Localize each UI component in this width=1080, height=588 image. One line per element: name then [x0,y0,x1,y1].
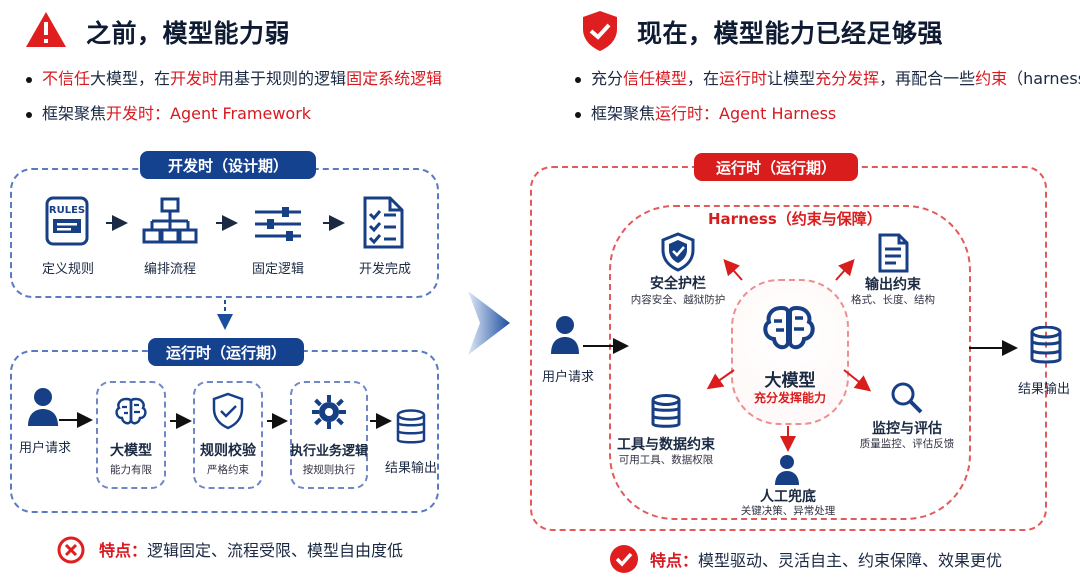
svg-text:RULES: RULES [49,205,85,216]
human-fallback-label: 人工兜底 [760,489,816,505]
human-fallback-sub: 关键决策、异常处理 [740,505,836,517]
exec-sub-left: 按规则执行 [302,464,356,476]
check-circle-icon [608,543,640,575]
rule-label-left: 规则校验 [200,443,256,459]
center-model-sub: 充分发挥能力 [753,391,826,405]
left-run-arrows [59,412,392,429]
step-label-flow: 编排流程 [143,262,196,277]
text-red: 开发时 [170,69,219,88]
feature-text: 模型驱动、灵活自主、约束保障、效果更优 [698,551,1003,570]
right-run-title: 运行时（运行期） [694,153,858,181]
left-feature: 特点：逻辑固定、流程受限、模型自由度低 [99,540,403,562]
left-title: 之前，模型能力弱 [86,19,291,48]
text: 充分 [591,69,624,88]
feature-text: 逻辑固定、流程受限、模型自由度低 [147,541,404,560]
model-box-left [96,381,166,489]
bullet-dot [26,76,32,83]
right-shield-icon [580,9,620,53]
guardrail-sub: 内容安全、越狱防护 [630,294,726,306]
bullet-dot [575,111,581,118]
bullet-dot [575,76,581,83]
text: ，在 [687,69,720,88]
human-icon-right [772,454,802,486]
output-constraint-label: 输出约束 [865,277,921,293]
result-left: 结果输出 [384,461,437,476]
rule-box-left [193,381,263,489]
tool-data-label: 工具与数据约束 [617,437,715,453]
text: 让模型 [767,69,816,88]
guardrail-label: 安全护栏 [650,276,706,292]
step-label-rules: 定义规则 [41,262,94,277]
user-icon-right [548,315,582,355]
left-warning-icon [24,10,68,50]
tool-data-sub: 可用工具、数据权限 [618,454,714,466]
result-right: 结果输出 [1017,382,1070,397]
model-sub-left: 能力有限 [110,464,152,476]
slider-icon [252,204,304,244]
flowchart-icon [142,197,198,247]
gear-icon-left [311,394,347,430]
brain-icon-left [112,394,150,428]
left-bullet-2: 框架聚焦开发时：Agent Framework [26,103,311,125]
x-circle-icon [56,535,86,565]
model-label-left: 大模型 [110,443,152,459]
exec-box-left [290,381,368,489]
shield-icon-right [660,232,696,272]
text-red: 开发时：Agent Framework [106,104,312,123]
right-title: 现在，模型能力已经足够强 [637,19,944,48]
text: ，再配合一些 [879,69,976,88]
checklist-icon [360,196,406,250]
text-red: 约束 [975,69,1008,88]
shield-icon-left [211,392,245,430]
right-feature: 特点：模型驱动、灵活自主、约束保障、效果更优 [650,550,1002,572]
user-request-left: 用户请求 [18,441,71,456]
text: 框架聚焦 [591,104,656,123]
dev-time-title: 开发时（设计期） [140,151,316,179]
user-request-right: 用户请求 [541,370,594,385]
transition-arrow [468,291,510,355]
text: （harness） [1007,69,1080,88]
harness-title: Harness（约束与保障） [708,210,882,228]
center-model-label: 大模型 [764,371,816,391]
text-red: 运行时 [719,69,768,88]
center-glow [731,279,849,425]
user-icon-left [24,386,62,428]
text-red: 运行时：Agent Harness [655,104,837,123]
feature-label: 特点： [650,551,699,570]
output-doc-icon [876,233,910,273]
left-run-title: 运行时（运行期） [148,338,304,366]
right-bullet-2: 框架聚焦运行时：Agent Harness [575,103,836,125]
database-icon-left [394,409,428,449]
text-red: 充分发挥 [815,69,880,88]
rules-icon: RULES [45,195,89,247]
text-red: 信任模型 [623,69,688,88]
rule-sub-left: 严格约束 [207,464,249,476]
database-icon-result [1028,325,1064,368]
feature-label: 特点： [99,541,148,560]
dev-step-arrows [106,215,345,330]
monitor-sub: 质量监控、评估反馈 [859,438,955,450]
left-bullet-1: 不信任大模型，在开发时用基于规则的逻辑固定系统逻辑 [26,68,442,90]
text: 大模型，在 [90,69,171,88]
bullet-dot [26,111,32,118]
step-label-logic: 固定逻辑 [251,262,304,277]
output-constraint-sub: 格式、长度、结构 [851,294,935,306]
step-label-done: 开发完成 [358,262,411,277]
right-bullet-1: 充分信任模型，在运行时让模型充分发挥，再配合一些约束（harness） [575,68,1080,90]
text-red: 固定系统逻辑 [346,69,443,88]
text: 框架聚焦 [42,104,107,123]
brain-icon-center [757,300,821,356]
text-red: 不信任 [42,69,91,88]
monitor-label: 监控与评估 [872,421,942,437]
exec-label-left: 执行业务逻辑 [289,444,368,459]
database-icon-right [649,394,683,432]
text: 用基于规则的逻辑 [218,69,347,88]
search-icon [888,379,926,417]
